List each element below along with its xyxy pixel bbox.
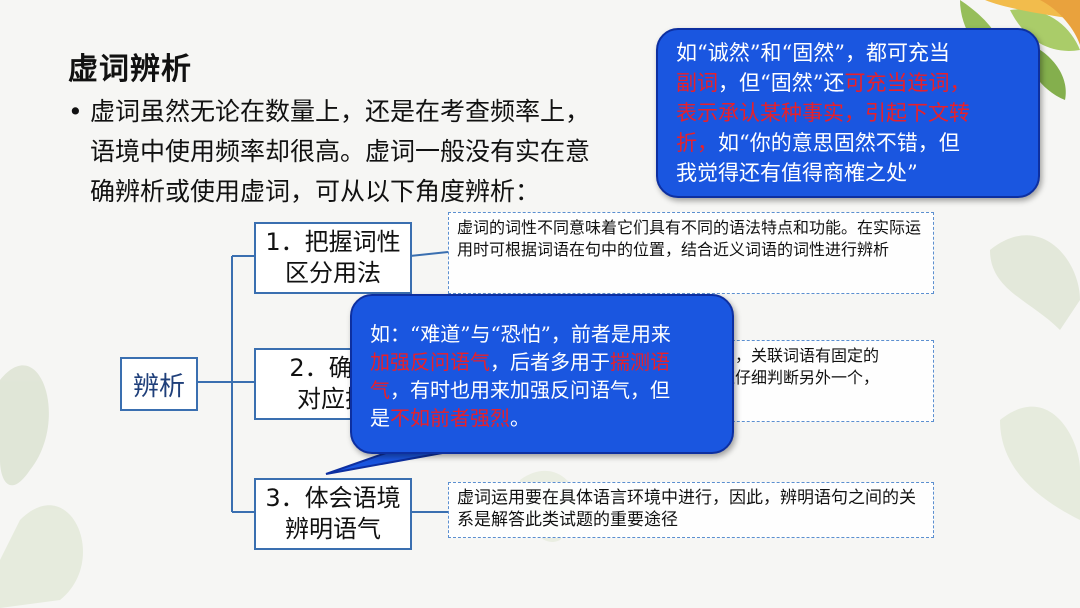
callout-mid-line-1: 如：“难道”与“恐怕”，前者是用来 — [370, 322, 671, 346]
callout-top-line-1: 如“诚然”和“固然”，都可充当 — [676, 41, 950, 65]
bullet-line-1: 虚词虽然无论在数量上，还是在考查频率上， — [90, 97, 591, 126]
desc-2-line-2: 应仔细判断另外一个， — [719, 368, 880, 387]
callout-mid-line-4: 是不如前者强烈。 — [370, 406, 530, 430]
bullet-paragraph: • 虚词虽然无论在数量上，还是在考查频率上， 语境中使用频率却很高。虚词一般没有… — [68, 92, 591, 212]
bullet-line-2: 语境中使用频率却很高。虚词一般没有实在意 — [90, 137, 591, 166]
desc-word-class: 虚词的词性不同意味着它们具有不同的语法特点和功能。在实际运用时可根据词语在句中的… — [448, 212, 934, 294]
callout-top-line-3: 表示承认某种事实，引起下文转 — [676, 101, 970, 125]
node-1-line-1: 1．把握词性 — [265, 228, 401, 256]
desc-tone: 虚词运用要在具体语言环境中进行，因此，辨明语句之间的关系是解答此类试题的重要途径 — [448, 482, 934, 538]
bullet-dot: • — [68, 97, 83, 126]
slide-title: 虚词辨析 — [68, 52, 192, 87]
callout-top: 如“诚然”和“固然”，都可充当 副词，但“固然”还可充当连词， 表示承认某种事实… — [656, 28, 1040, 198]
node-3-line-1: 3．体会语境 — [265, 484, 401, 512]
bullet-line-3: 确辨析或使用虚词，可从以下角度辨析： — [90, 177, 541, 206]
callout-top-line-4: 折，如“你的意思固然不错，但 — [676, 131, 960, 155]
node-1-line-2: 区分用法 — [285, 259, 381, 287]
node-3-line-2: 辨明语气 — [285, 515, 381, 543]
callout-mid-line-3: 气，有时也用来加强反问语气，但 — [370, 378, 670, 402]
desc-2-line-1: 系，关联词语有固定的 — [719, 346, 880, 365]
node-tone: 3．体会语境 辨明语气 — [254, 478, 412, 550]
callout-top-line-5: 我觉得还有值得商榷之处” — [676, 161, 918, 185]
node-word-class: 1．把握词性 区分用法 — [254, 222, 412, 294]
callout-mid: 如：“难道”与“恐怕”，前者是用来 加强反问语气，后者多用于揣测语 气，有时也用… — [350, 294, 734, 454]
callout-mid-line-2: 加强反问语气，后者多用于揣测语 — [370, 350, 670, 374]
callout-top-line-2: 副词，但“固然”还可充当连词， — [676, 71, 971, 95]
tree-root-node: 辨析 — [120, 357, 198, 411]
